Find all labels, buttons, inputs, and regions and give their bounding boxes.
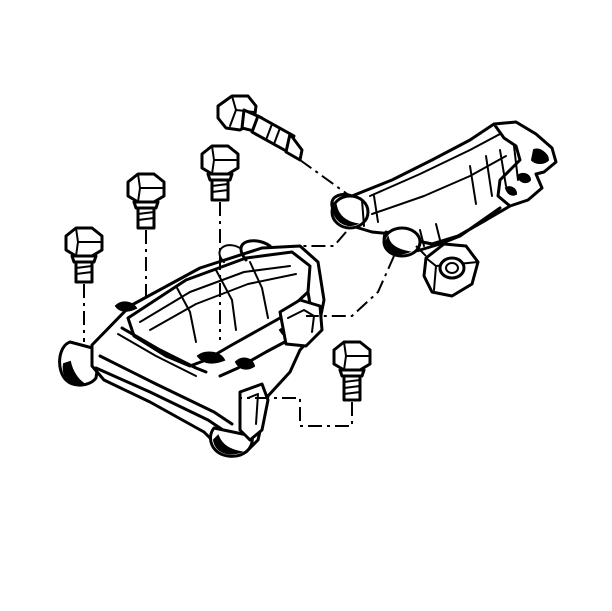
mounting-bolt-2	[126, 172, 166, 230]
bracket-assembly	[58, 239, 326, 458]
mounting-bolt-3	[200, 144, 240, 202]
mounting-bolt-4	[332, 340, 372, 402]
leader-lines	[83, 159, 429, 427]
hex-nut	[422, 242, 480, 298]
long-bolt	[216, 94, 304, 162]
mounting-bolt-1	[64, 226, 104, 284]
pivot-arm	[330, 120, 558, 258]
